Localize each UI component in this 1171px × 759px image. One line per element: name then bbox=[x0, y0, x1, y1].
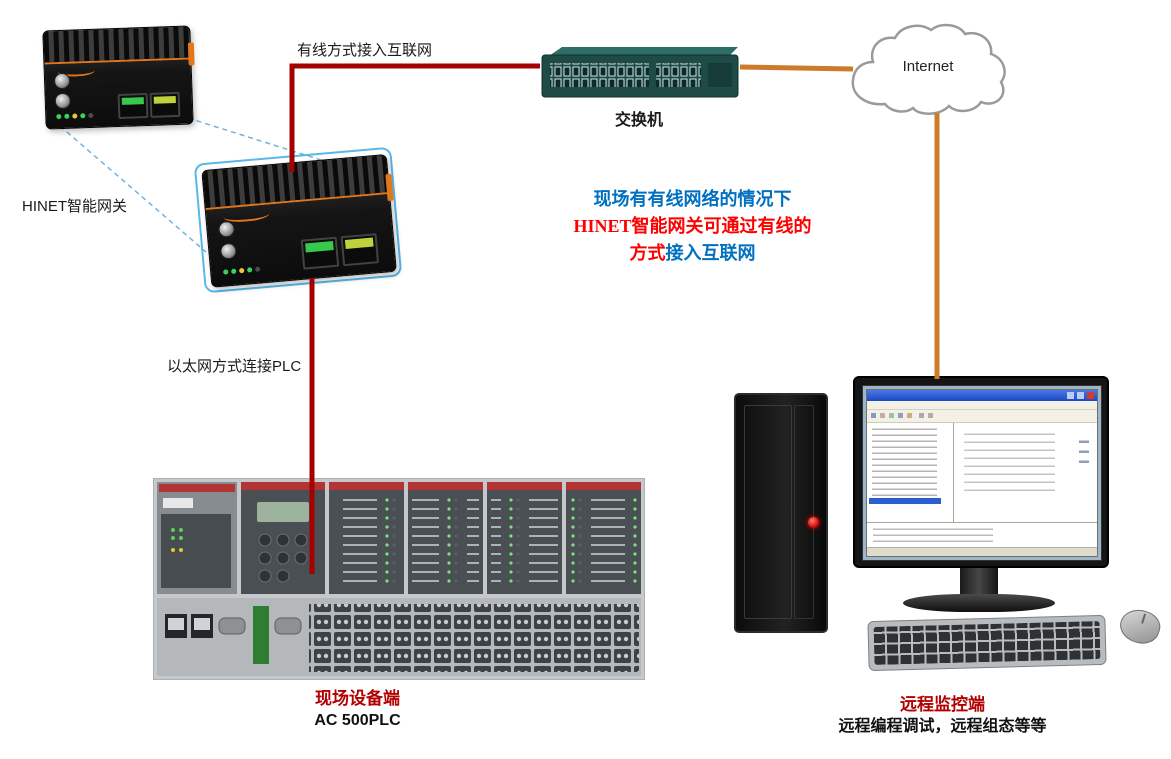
wired-link-label: 有线方式接入互联网 bbox=[297, 42, 433, 59]
gateway-mount-clip bbox=[187, 41, 195, 66]
cloud-icon bbox=[851, 23, 1006, 115]
annotation-line-2: HINET智能网关可通过有线的 bbox=[573, 216, 812, 236]
gateway-heatsink bbox=[43, 26, 191, 65]
window-buttons-icon bbox=[1087, 392, 1094, 399]
software-toolbar bbox=[867, 410, 1097, 423]
toolbar-buttons-icon bbox=[871, 413, 876, 418]
keyboard bbox=[867, 614, 1107, 672]
switch-port-bank-2 bbox=[656, 63, 701, 87]
internet-label: Internet bbox=[902, 58, 954, 75]
software-editor-area bbox=[954, 423, 1097, 522]
hinet-gateway-highlight-box bbox=[193, 146, 403, 294]
tower-side-panel bbox=[794, 405, 814, 619]
monitor bbox=[853, 376, 1109, 568]
gateway-lan-port bbox=[340, 233, 380, 267]
field-site-caption: 现场设备端 AC 500PLC bbox=[225, 687, 490, 732]
power-button-icon bbox=[808, 517, 819, 528]
field-site-subtitle: AC 500PLC bbox=[314, 712, 401, 729]
software-titlebar bbox=[867, 390, 1097, 401]
software-body bbox=[867, 423, 1097, 522]
tower-front-panel bbox=[744, 405, 792, 619]
remote-site-subtitle: 远程编程调试，远程组态等等 bbox=[838, 718, 1047, 735]
plc-cpu-keypad bbox=[258, 533, 308, 583]
antenna-connector-icon bbox=[54, 92, 72, 110]
plc-drawing bbox=[152, 477, 646, 681]
plc-dsub-connector bbox=[218, 617, 246, 635]
gateway-wan-port bbox=[117, 92, 149, 120]
mouse bbox=[1115, 604, 1165, 649]
annotation-line-1: 现场有有线网络的情况下 bbox=[593, 189, 792, 209]
antenna-connector-icon bbox=[219, 242, 238, 260]
software-message-pane bbox=[867, 522, 1097, 547]
gateway-label: HINET智能网关 bbox=[22, 198, 128, 215]
switch-drawing bbox=[541, 47, 739, 98]
remote-site-caption: 远程监控端 远程编程调试，远程组态等等 bbox=[790, 693, 1095, 738]
monitor-screen bbox=[862, 385, 1102, 561]
antenna-connector-icon bbox=[217, 220, 236, 238]
switch-port-bank-1 bbox=[550, 63, 649, 87]
gateway-lan-port bbox=[149, 91, 181, 118]
monitor-neck bbox=[960, 566, 998, 596]
software-statusbar bbox=[867, 547, 1097, 556]
switch-vent bbox=[708, 63, 732, 87]
ac500-plc-device bbox=[152, 477, 646, 681]
plc-io-module bbox=[566, 482, 641, 594]
plc-io-module bbox=[408, 482, 483, 594]
switch-label: 交换机 bbox=[614, 112, 663, 129]
tree-selected-row bbox=[869, 498, 941, 504]
plc-link-label: 以太网方式连接PLC bbox=[167, 358, 302, 375]
remote-site-title: 远程监控端 bbox=[900, 695, 985, 714]
monitor-base bbox=[903, 594, 1055, 612]
gateway-status-leds bbox=[56, 114, 62, 120]
switch-cloud-line bbox=[739, 64, 854, 72]
internet-cloud: Internet bbox=[843, 20, 1013, 122]
ethernet-switch-device bbox=[536, 42, 742, 104]
plc-terminal-blocks bbox=[309, 604, 639, 672]
gateway-heatsink bbox=[202, 155, 390, 211]
plc-green-terminal bbox=[253, 606, 269, 664]
gateway-wan-port bbox=[300, 236, 340, 270]
pc-tower bbox=[734, 393, 828, 633]
hinet-gateway-device-zoomed bbox=[201, 154, 397, 288]
software-window bbox=[866, 389, 1098, 557]
antenna-connector-icon bbox=[53, 72, 71, 90]
annotation-text: 现场有有线网络的情况下 HINET智能网关可通过有线的 方式接入互联网 bbox=[535, 186, 850, 267]
plc-dsub-connector bbox=[274, 617, 302, 635]
software-menubar bbox=[867, 401, 1097, 410]
zoom-callout-line-bottom bbox=[59, 125, 207, 253]
field-site-title: 现场设备端 bbox=[315, 689, 400, 708]
plc-cpu-display bbox=[257, 502, 309, 522]
gateway-status-leds bbox=[223, 269, 229, 275]
plc-io-module bbox=[487, 482, 562, 594]
annotation-line-3: 方式接入互联网 bbox=[629, 243, 756, 263]
plc-io-module bbox=[329, 482, 404, 594]
software-checkbox-column bbox=[1079, 435, 1089, 463]
gateway-mount-clip bbox=[385, 173, 394, 202]
hinet-gateway-device bbox=[42, 25, 195, 130]
software-tree-panel bbox=[867, 423, 954, 522]
